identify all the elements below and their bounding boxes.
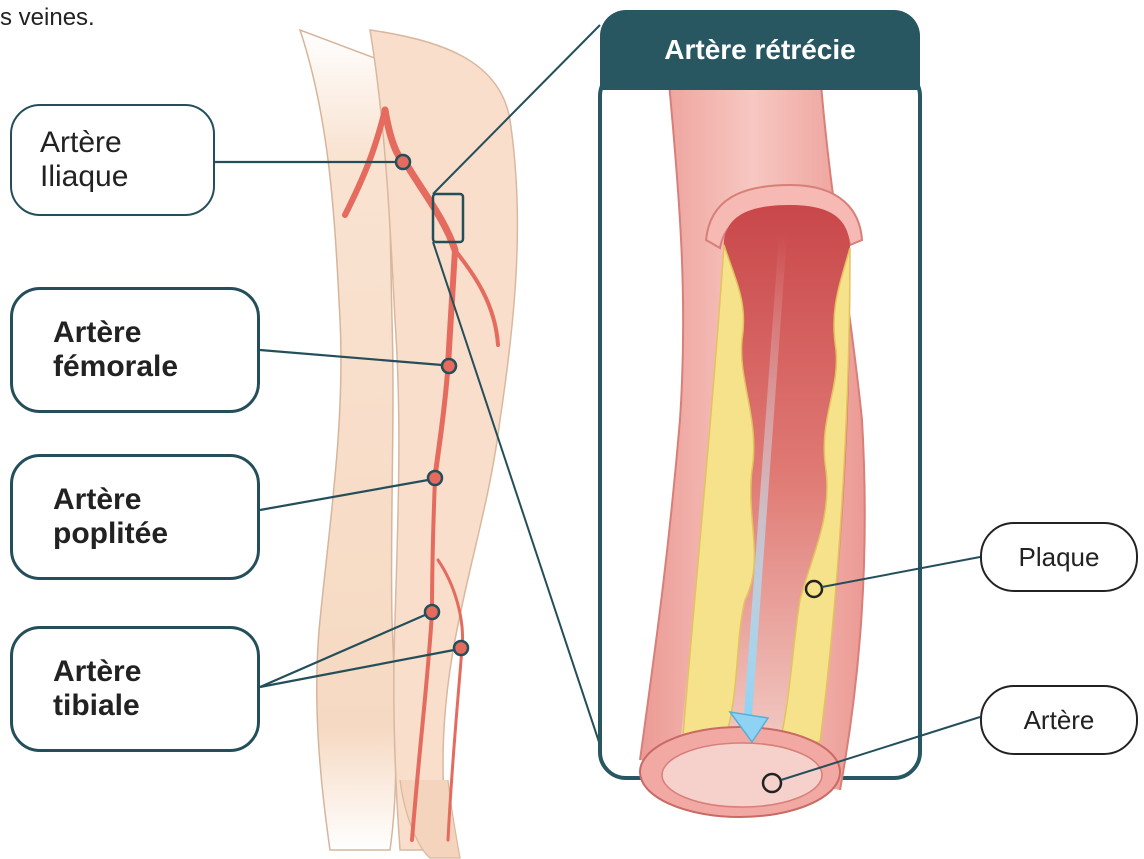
label-tibial-line2: tibiale bbox=[53, 689, 141, 724]
label-iliac-artery: Artère Iliaque bbox=[10, 104, 215, 216]
label-tibial-line1: Artère bbox=[53, 655, 141, 690]
label-femoral-artery: Artère fémorale bbox=[10, 287, 260, 413]
label-artery: Artère bbox=[980, 685, 1138, 755]
label-femoral-line2: fémorale bbox=[53, 350, 178, 385]
label-popliteal-line2: poplitée bbox=[53, 517, 168, 552]
label-femoral-line1: Artère bbox=[53, 316, 178, 351]
panel-title: Artère rétrécie bbox=[600, 10, 920, 90]
label-popliteal-line1: Artère bbox=[53, 483, 168, 518]
label-tibial-artery: Artère tibiale bbox=[10, 626, 260, 752]
label-plaque: Plaque bbox=[980, 522, 1138, 592]
label-popliteal-artery: Artère poplitée bbox=[10, 454, 260, 580]
label-iliac-line2: Iliaque bbox=[40, 160, 128, 195]
leg-illustration bbox=[300, 30, 517, 858]
label-iliac-line1: Artère bbox=[40, 126, 128, 161]
